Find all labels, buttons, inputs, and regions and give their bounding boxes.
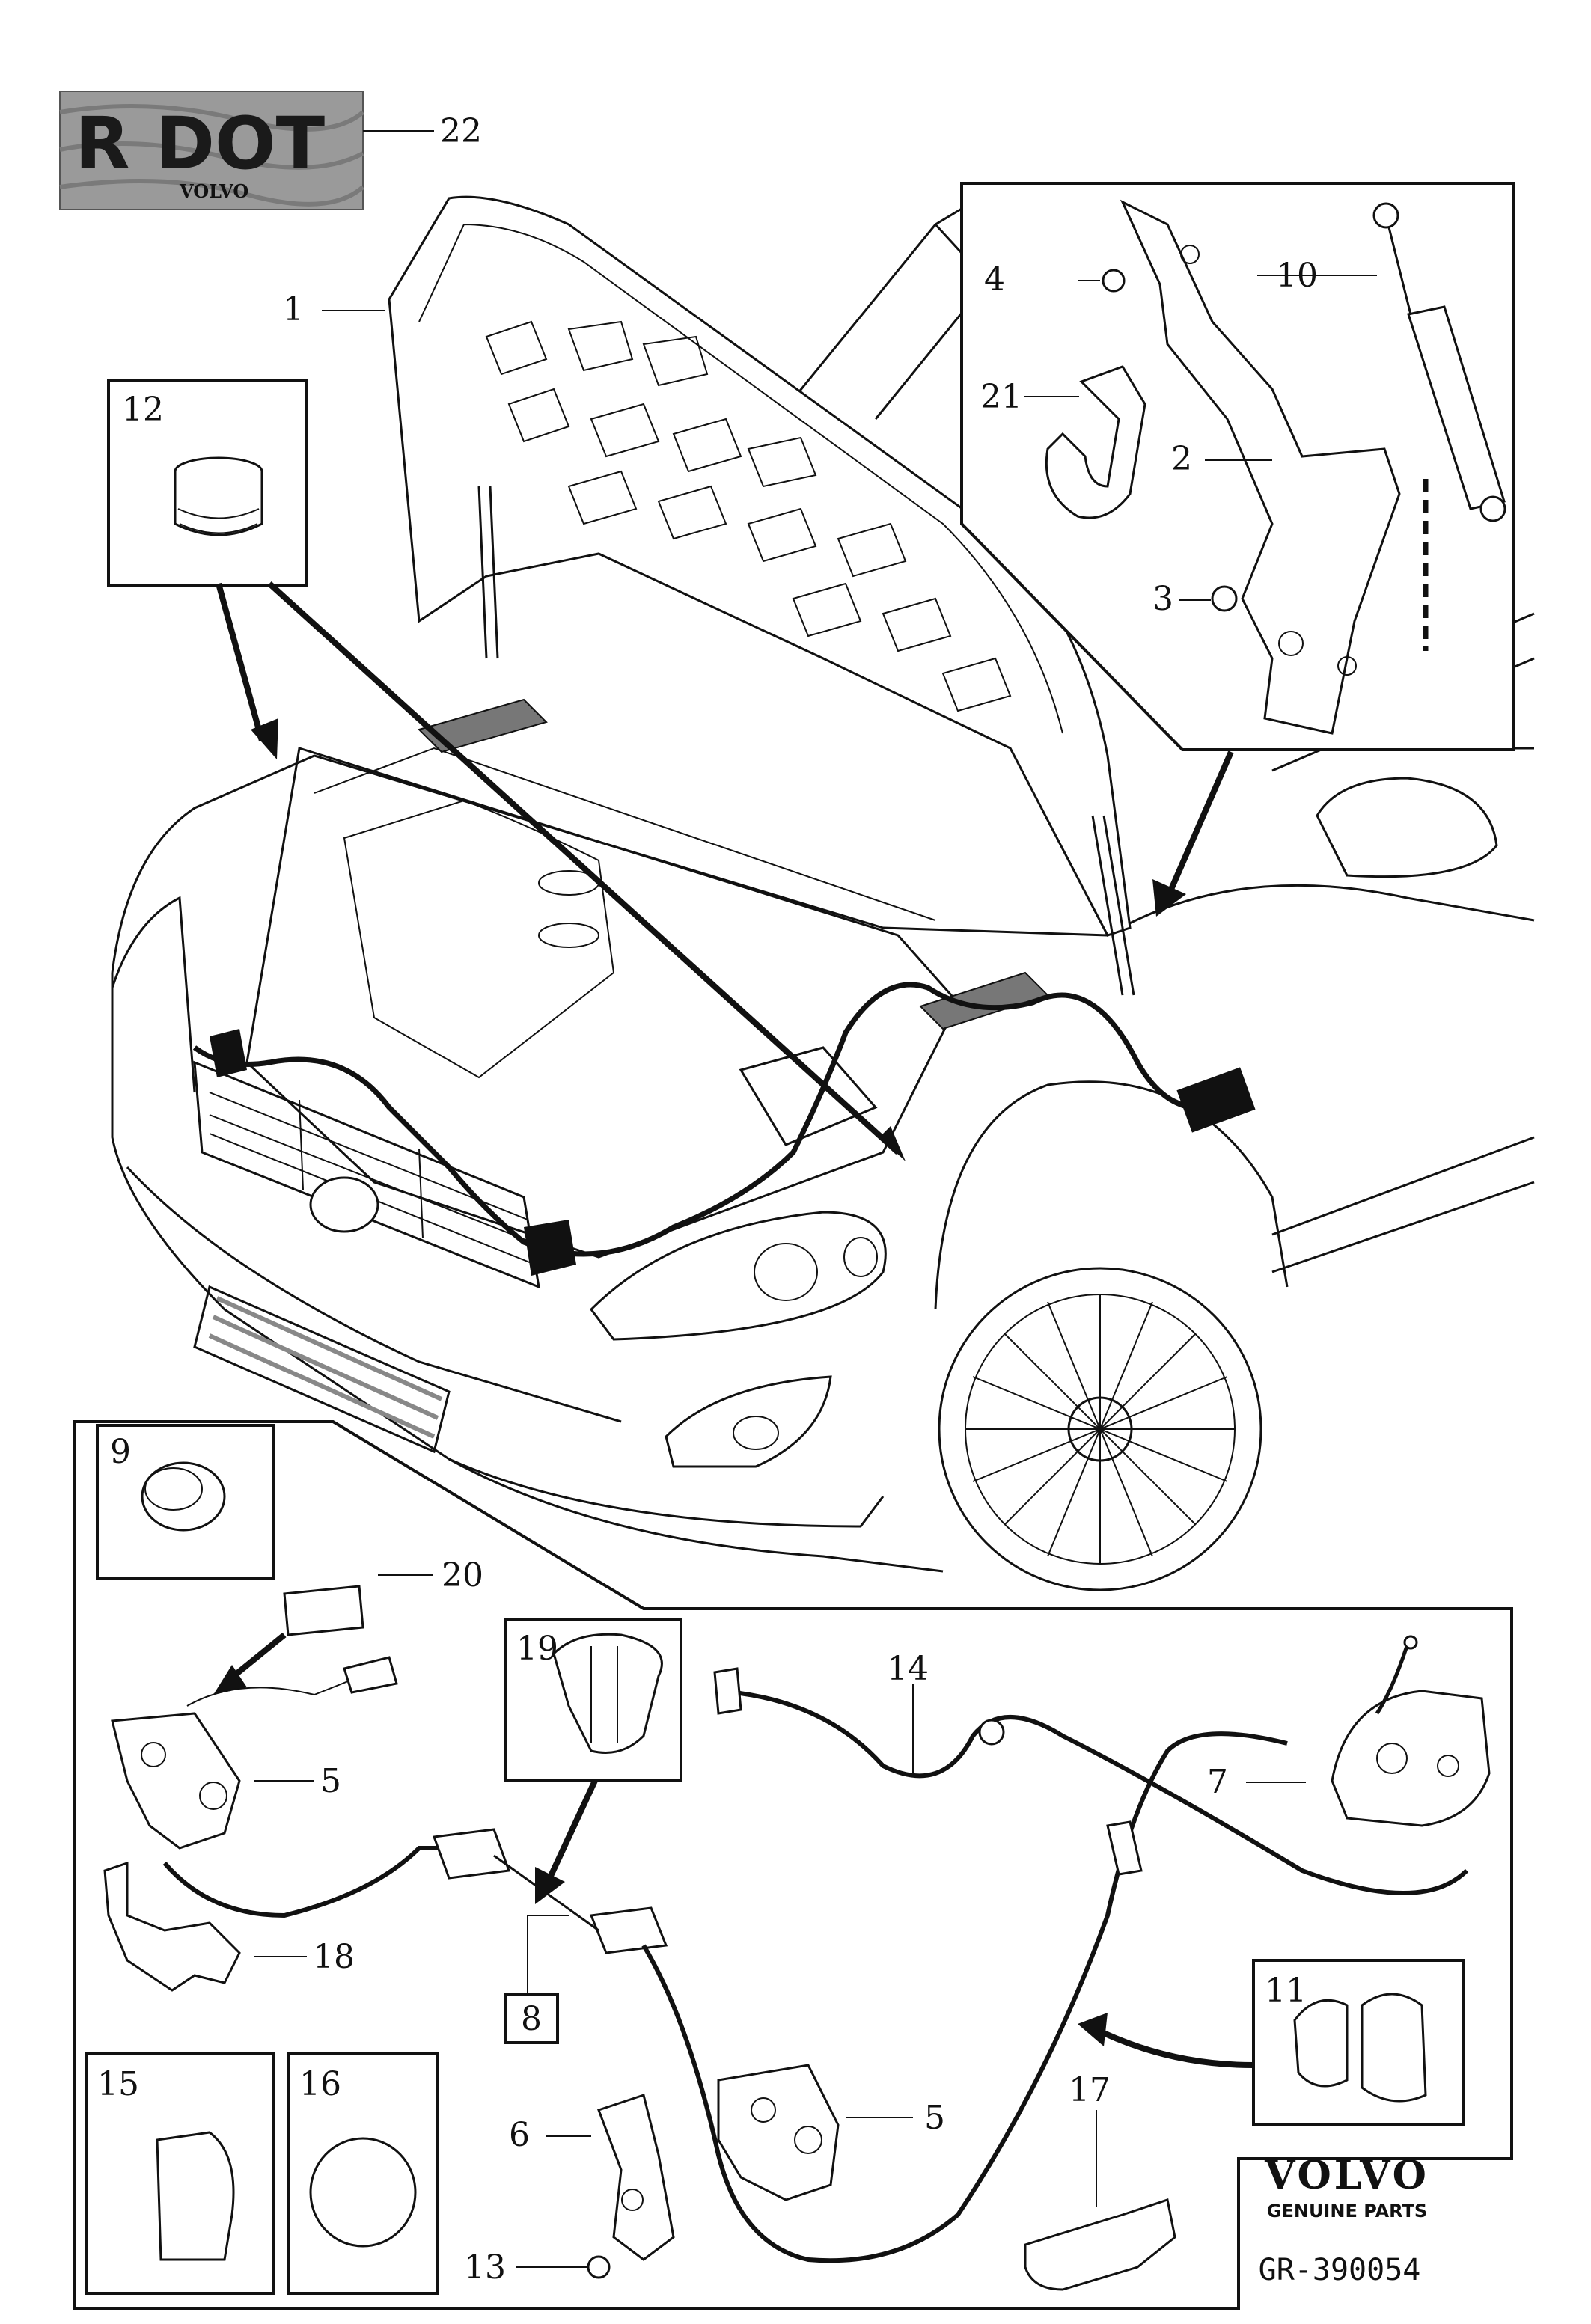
rdot-subtext: VOLVO [179,180,248,202]
callout-5b: 5 [924,2099,945,2137]
callout-19: 19 [516,1630,558,1668]
callout-13: 13 [464,2248,506,2287]
callout-18: 18 [313,1938,355,1976]
callout-17: 17 [1069,2071,1111,2109]
callout-5a: 5 [320,1762,341,1800]
inset-hood-release [73,1420,1513,2310]
genuine-parts-label: GENUINE PARTS [1267,2201,1427,2221]
callout-3: 3 [1152,580,1173,618]
callout-21: 21 [980,378,1022,416]
engine-bay [192,486,1256,1276]
callout-15: 15 [97,2065,139,2103]
callout-2: 2 [1171,440,1192,478]
callout-9: 9 [110,1433,131,1471]
rdot-text: R DOT [75,102,325,186]
callout-1: 1 [283,290,304,328]
callout-11: 11 [1265,1972,1307,2010]
callout-8: 8 [521,2000,542,2038]
inset-part-12 [107,379,906,1161]
inset-hood-hinge [960,182,1515,917]
callout-20: 20 [442,1556,483,1594]
callout-14: 14 [887,1650,929,1688]
callout-7: 7 [1207,1763,1228,1801]
callout-16: 16 [299,2065,341,2103]
callout-4: 4 [984,260,1005,299]
volvo-logo: VOLVO [1264,2153,1429,2198]
callout-10: 10 [1276,257,1318,295]
hood [322,195,1132,937]
callout-12: 12 [122,391,164,429]
rdot-badge: R DOT VOLVO [59,91,434,210]
callout-22: 22 [440,112,482,150]
reference-number: GR-390054 [1259,2253,1421,2287]
car-illustration [111,185,1535,1591]
callout-6: 6 [509,2116,530,2154]
